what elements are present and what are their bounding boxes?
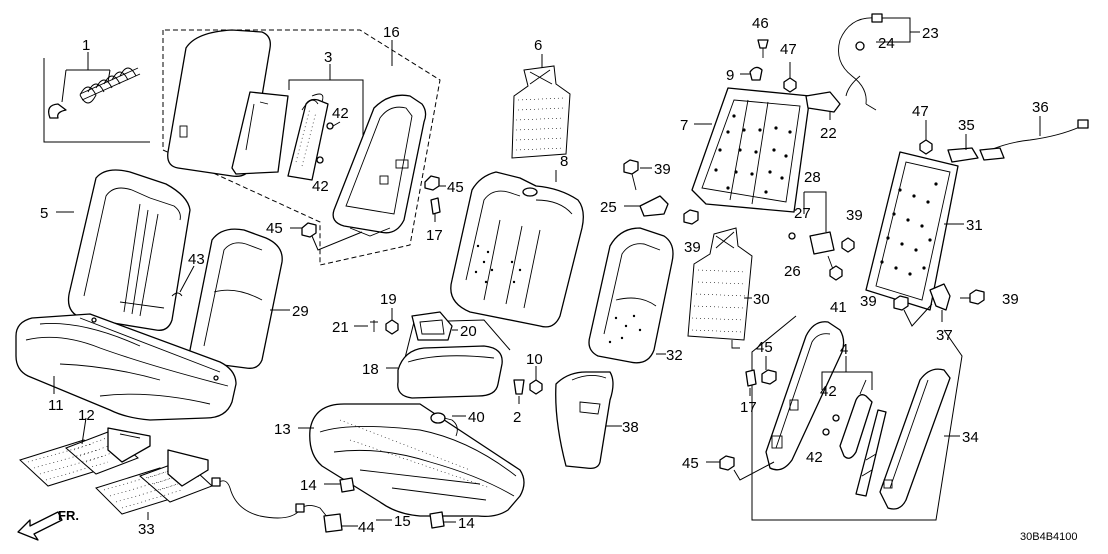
callout-23: 23 xyxy=(922,25,939,42)
callout-9: 9 xyxy=(726,67,734,84)
group-18-armrest: 18 20 19 21 xyxy=(332,291,511,399)
callout-37: 37 xyxy=(936,327,953,344)
front-direction-arrow: FR. xyxy=(17,508,79,541)
callout-7: 7 xyxy=(680,117,688,134)
callout-29: 29 xyxy=(292,303,309,320)
callout-45-d: 45 xyxy=(682,455,699,472)
callout-33: 33 xyxy=(138,521,155,538)
callout-26: 26 xyxy=(784,263,801,280)
group-side-bolster: 4 42 42 34 17 45 45 xyxy=(682,315,979,521)
callout-38: 38 xyxy=(622,419,639,436)
callout-11: 11 xyxy=(48,397,64,414)
callout-31: 31 xyxy=(966,217,983,234)
callout-10: 10 xyxy=(526,351,543,368)
callout-25: 25 xyxy=(600,199,617,216)
callout-39-d: 39 xyxy=(860,293,877,310)
part-23-24-cable: 23 24 xyxy=(838,13,939,111)
part-7-seatback-frame: 7 xyxy=(680,87,811,213)
callout-41: 41 xyxy=(830,299,847,316)
callout-42-d: 42 xyxy=(806,449,823,466)
part-38-trim-panel: 38 xyxy=(555,371,639,470)
part-8-seatback-cover: 8 xyxy=(450,153,584,328)
part-37-latch-39: 37 39 39 xyxy=(860,283,1019,344)
callout-39-a: 39 xyxy=(654,161,671,178)
front-label: FR. xyxy=(58,508,79,523)
callout-3: 3 xyxy=(324,49,332,66)
callout-14-a: 14 xyxy=(300,477,317,494)
callout-17-a: 17 xyxy=(426,227,443,244)
callout-16: 16 xyxy=(383,24,400,41)
callout-47-a: 47 xyxy=(780,41,797,58)
callout-34: 34 xyxy=(962,429,979,446)
callout-24: 24 xyxy=(878,35,895,52)
callout-42-c: 42 xyxy=(820,383,837,400)
part-40-fastener: 40 xyxy=(430,409,485,437)
callout-39-c: 39 xyxy=(846,207,863,224)
callout-28: 28 xyxy=(804,169,821,186)
part-6-mesh-panel: 6 xyxy=(511,37,571,159)
callout-35: 35 xyxy=(958,117,975,134)
callout-44: 44 xyxy=(358,519,375,536)
callout-18: 18 xyxy=(362,361,379,378)
part-25-hinge-39: 25 39 39 xyxy=(600,159,701,256)
callout-8: 8 xyxy=(560,153,568,170)
callout-45-c: 45 xyxy=(756,339,773,356)
callout-46: 46 xyxy=(752,15,769,32)
part-31-seatback-frame: 31 xyxy=(865,151,983,311)
part-43-hook: 43 xyxy=(171,251,205,297)
callout-22: 22 xyxy=(820,125,837,142)
callout-13: 13 xyxy=(274,421,291,438)
part-29-right-seatback: 29 xyxy=(188,228,309,369)
callout-17-b: 17 xyxy=(740,399,757,416)
fasteners-45-17-left: 45 17 45 xyxy=(266,175,464,251)
callout-20: 20 xyxy=(460,323,477,340)
callout-21: 21 xyxy=(332,319,349,336)
callout-42-a: 42 xyxy=(332,105,349,122)
callout-12: 12 xyxy=(78,407,95,424)
callout-2: 2 xyxy=(513,409,521,426)
callout-47-b: 47 xyxy=(912,103,929,120)
callout-27: 27 xyxy=(794,205,811,222)
callout-45-a: 45 xyxy=(447,179,464,196)
callout-19: 19 xyxy=(380,291,397,308)
backrest-plate xyxy=(231,91,289,175)
callout-39-b: 39 xyxy=(684,239,701,256)
part-13-seat-cushion: 13 xyxy=(274,403,525,518)
backrest-shell xyxy=(332,94,427,234)
part-11-seat-cushion: 11 xyxy=(15,313,237,421)
fasteners-9-46-47-22: 9 46 47 22 xyxy=(726,15,841,142)
fasteners-10-2: 10 2 xyxy=(513,351,543,426)
callout-36: 36 xyxy=(1032,99,1049,116)
part-5-left-seatback: 5 xyxy=(40,169,191,331)
callout-30: 30 xyxy=(753,291,770,308)
callout-43: 43 xyxy=(188,251,205,268)
part-30-mesh-panel: 30 xyxy=(687,227,770,349)
callout-1: 1 xyxy=(82,37,90,54)
diagram-code: 30B4B4100 xyxy=(1020,531,1078,543)
part-15-harness: 14 14 44 15 xyxy=(211,477,475,536)
callout-5: 5 xyxy=(40,205,48,222)
callout-6: 6 xyxy=(534,37,542,54)
part-12-33-heater-mats: 12 33 xyxy=(19,407,213,538)
callout-45-b: 45 xyxy=(266,220,283,237)
callout-4: 4 xyxy=(840,341,848,358)
part-1-spring-clips: 1 xyxy=(43,37,150,143)
part-32-seatback-pad: 32 xyxy=(588,227,683,364)
callout-15: 15 xyxy=(394,513,411,530)
callout-42-b: 42 xyxy=(312,178,329,195)
callout-39-e: 39 xyxy=(1002,291,1019,308)
group-16-seatback-trim: 16 3 42 42 xyxy=(162,24,441,266)
part-35-36-cable: 36 35 47 xyxy=(912,99,1089,163)
group-28-bracket: 28 27 26 39 41 xyxy=(784,169,863,316)
callout-32: 32 xyxy=(666,347,683,364)
callout-40: 40 xyxy=(468,409,485,426)
callout-14-b: 14 xyxy=(458,515,475,532)
